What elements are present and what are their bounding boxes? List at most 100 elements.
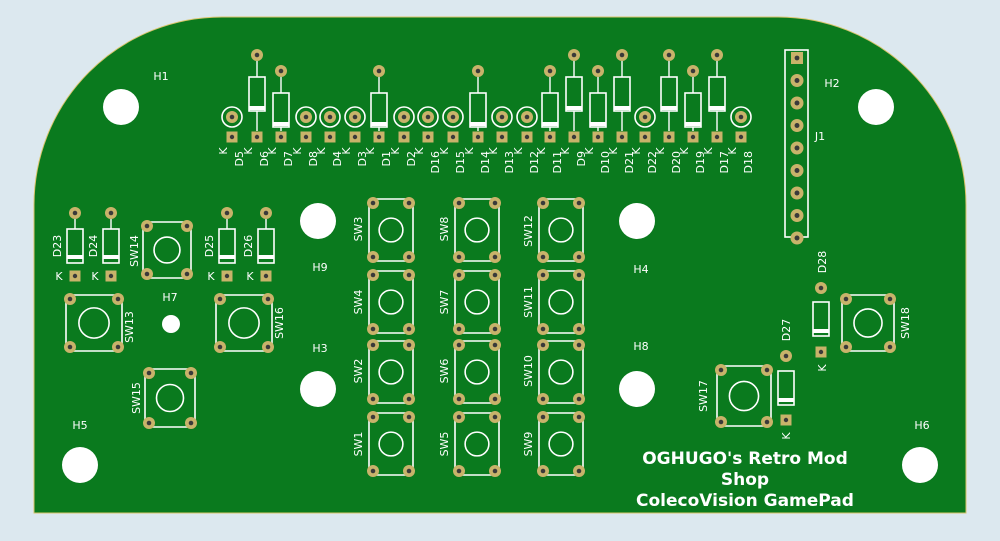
switch-label-sw11-group: SW11 — [522, 286, 535, 318]
connector-j1-pin-drill — [794, 100, 800, 106]
switch-sw17-actuator — [728, 380, 760, 412]
mounting-hole-h3 — [300, 371, 336, 407]
switch-label-sw18: SW18 — [899, 307, 912, 339]
diode-band — [470, 122, 486, 126]
diode-d1-anode-pad-drill — [376, 68, 382, 74]
diode-pin-k-label: K — [55, 270, 63, 283]
diode-label-d9-group: D9 — [575, 151, 588, 166]
diode-d17-anode-pad-drill — [714, 52, 720, 58]
diode-d22-outline — [634, 106, 656, 128]
switch-label-sw4: SW4 — [352, 290, 365, 315]
diode-d19-cathode-pad-drill — [690, 134, 696, 140]
board-title-line1: OGHUGO's Retro Mod Shop — [642, 449, 848, 490]
diode-pin-k-label-group: K — [389, 147, 402, 155]
switch-sw9-pad-drill — [540, 414, 546, 420]
switch-sw10-pad-drill — [576, 342, 582, 348]
diode-pin-k-label: K — [291, 147, 304, 155]
diode-pin-k-label-group: K — [780, 432, 793, 440]
switch-sw14-pad-drill — [184, 271, 190, 277]
switch-sw1-pad-drill — [406, 468, 412, 474]
switch-label-sw6-group: SW6 — [438, 359, 451, 384]
diode-pin-k-label-group: K — [630, 147, 643, 155]
diode-label-d13: D13 — [503, 151, 516, 173]
switch-label-sw14-group: SW14 — [128, 235, 141, 267]
switch-sw13-outline — [65, 294, 123, 352]
switch-sw3-actuator — [378, 217, 404, 243]
switch-sw8-actuator — [464, 217, 490, 243]
diode-d24-body — [102, 228, 120, 264]
diode-d5-outline — [221, 106, 243, 128]
switch-sw18-pad-drill — [843, 296, 849, 302]
switch-sw9-outline — [538, 412, 584, 476]
diode-d25-body — [218, 228, 236, 264]
switch-label-sw5-group: SW5 — [438, 432, 451, 457]
switch-sw3-outline — [368, 198, 414, 262]
switch-sw2-pad-drill — [370, 342, 376, 348]
switch-sw3-pad-drill — [370, 200, 376, 206]
switch-sw8-pad-drill — [492, 200, 498, 206]
diode-d23-anode-pad-drill — [72, 210, 78, 216]
connector-j1-label: J1 — [814, 130, 825, 143]
hole-label-h2: H2 — [824, 77, 839, 90]
diode-d12-outline — [516, 106, 538, 128]
switch-sw12-pad-drill — [576, 254, 582, 260]
switch-label-sw13: SW13 — [123, 311, 136, 343]
switch-sw15-actuator — [155, 383, 185, 413]
switch-label-sw8-group: SW8 — [438, 217, 451, 242]
switch-sw16-pad-drill — [265, 344, 271, 350]
diode-d27-body — [777, 370, 795, 406]
mounting-hole-h2 — [858, 89, 894, 125]
diode-d24-cathode-pad-drill — [108, 273, 114, 279]
switch-label-sw2: SW2 — [352, 359, 365, 384]
switch-label-sw7: SW7 — [438, 290, 451, 315]
diode-pin-k-label: K — [678, 147, 691, 155]
switch-sw10-pad-drill — [540, 342, 546, 348]
diode-label-d20: D20 — [670, 151, 683, 173]
switch-sw6-pad-drill — [456, 396, 462, 402]
diode-d2-cathode-pad-drill — [401, 134, 407, 140]
diode-d23-body — [66, 228, 84, 264]
diode-d7-cathode-pad-drill — [278, 134, 284, 140]
diode-label-d25: D25 — [203, 235, 216, 257]
switch-sw10-actuator — [548, 359, 574, 385]
diode-label-d26: D26 — [242, 235, 255, 257]
switch-sw6-pad-drill — [492, 342, 498, 348]
diode-d13-anode-pad-drill — [499, 114, 505, 120]
diode-pin-k-label-group: K — [678, 147, 691, 155]
diode-label-d4-group: D4 — [331, 151, 344, 166]
diode-label-d20-group: D20 — [670, 151, 683, 173]
diode-label-d12-group: D12 — [528, 151, 541, 173]
switch-sw8-pad-drill — [456, 200, 462, 206]
diode-label-d13-group: D13 — [503, 151, 516, 173]
diode-band — [273, 122, 289, 126]
diode-band — [778, 398, 794, 402]
connector-j1-pin-drill — [794, 190, 800, 196]
diode-label-d11-group: D11 — [551, 151, 564, 173]
switch-label-sw6: SW6 — [438, 359, 451, 384]
switch-sw6-outline — [454, 340, 500, 404]
diode-pin-k-label-group: K — [217, 147, 230, 155]
diode-pin-k-label: K — [630, 147, 643, 155]
diode-pin-k-label: K — [607, 147, 620, 155]
diode-band — [590, 122, 606, 126]
diode-d13-outline — [491, 106, 513, 128]
diode-label-d3-group: D3 — [356, 151, 369, 166]
switch-sw9-pad-drill — [576, 468, 582, 474]
switch-sw11-pad-drill — [540, 272, 546, 278]
hole-label-h5: H5 — [72, 419, 87, 432]
diode-d27-anode-pad-drill — [783, 353, 789, 359]
diode-d10-anode-pad-drill — [595, 68, 601, 74]
switch-sw11-pad-drill — [540, 326, 546, 332]
switch-label-sw1-group: SW1 — [352, 432, 365, 457]
switch-sw15-pad-drill — [146, 370, 152, 376]
diode-label-d7-group: D7 — [282, 151, 295, 166]
switch-label-sw16: SW16 — [273, 307, 286, 339]
diode-label-d28-group: D28 — [816, 251, 829, 273]
diode-pin-k-label-group: K — [654, 147, 667, 155]
switch-sw7-outline — [454, 270, 500, 334]
diode-d5-anode-pad-drill — [229, 114, 235, 120]
diode-d13-cathode-pad-drill — [499, 134, 505, 140]
diode-d23-cathode-pad-drill — [72, 273, 78, 279]
diode-d15-cathode-pad-drill — [450, 134, 456, 140]
